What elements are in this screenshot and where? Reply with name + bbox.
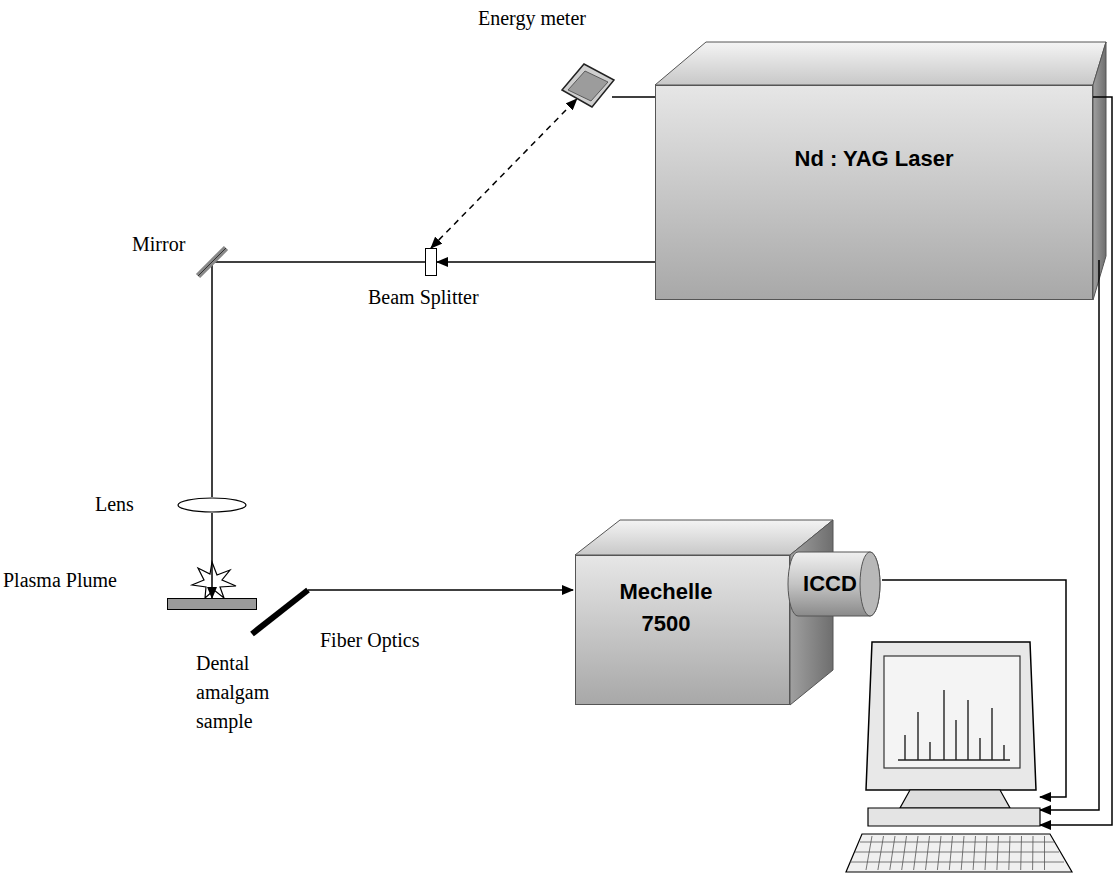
mirror-shape — [196, 246, 228, 278]
computer — [846, 642, 1072, 872]
energy-meter-label: Energy meter — [478, 6, 586, 30]
beam-path — [211, 513, 213, 598]
laser-box-label: Nd : YAG Laser — [795, 146, 954, 172]
lens-label: Lens — [95, 492, 134, 516]
beam-path — [431, 99, 577, 248]
fiber-optic — [252, 590, 308, 634]
beam-path — [212, 261, 425, 263]
beam-path — [211, 262, 213, 497]
fiber-label: Fiber Optics — [320, 628, 419, 652]
laser-box: Nd : YAG Laser — [655, 85, 1093, 300]
iccd-camera: ICCD — [790, 548, 882, 620]
spectrometer-box-label: Mechelle 7500 — [606, 576, 726, 640]
fiber-optic-path — [308, 589, 573, 591]
iccd-wire — [882, 580, 1066, 797]
beam-splitter-label: Beam Splitter — [368, 285, 479, 309]
energy-meter-shape — [560, 60, 616, 110]
mirror: Mirror — [196, 246, 228, 278]
energy-meter: Energy meter — [560, 60, 616, 110]
plasma-label: Plasma Plume — [3, 568, 117, 592]
plasma-plume — [192, 562, 236, 598]
mirror-label: Mirror — [132, 232, 185, 256]
sample-label: Dental amalgam sample — [196, 649, 296, 736]
beam-path — [437, 261, 655, 263]
sample: Dental amalgam sample — [167, 598, 257, 610]
laser-top-face — [655, 42, 1106, 85]
lens-shape — [177, 497, 247, 513]
beam-splitter: Beam Splitter — [425, 248, 437, 276]
laser-trigger-wire — [1040, 260, 1099, 810]
iccd-camera-label: ICCD — [803, 571, 857, 597]
spectrometer-box: Mechelle 7500 — [575, 555, 790, 705]
spectrometer-top-face — [575, 520, 833, 555]
lens: Lens — [177, 497, 247, 513]
